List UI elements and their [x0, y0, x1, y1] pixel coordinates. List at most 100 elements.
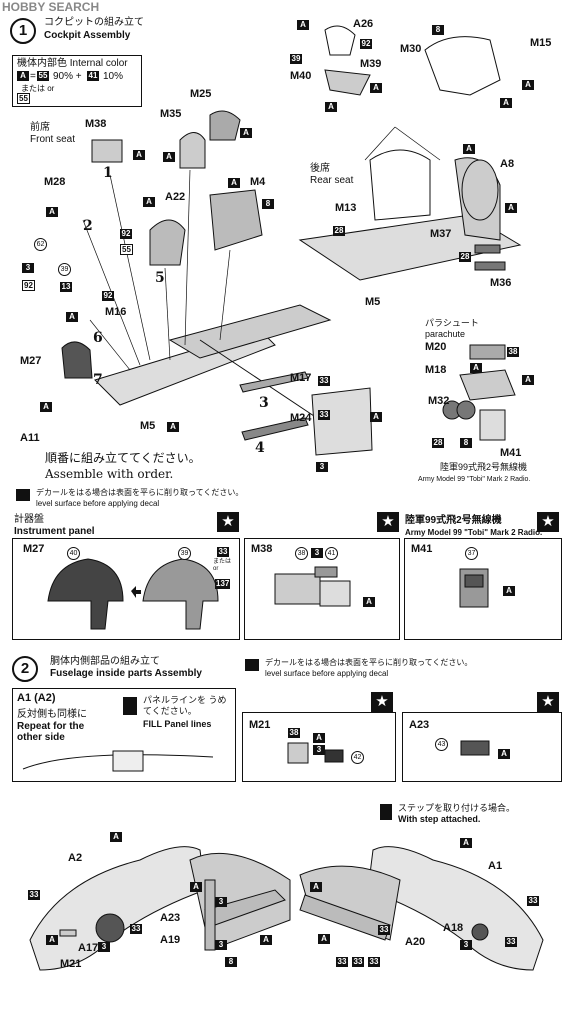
paint-33-a23: 33: [130, 924, 142, 934]
part-m27: M27: [20, 355, 42, 367]
paint-a-m21: A: [313, 733, 325, 743]
paint-92-gauge: 92: [22, 280, 35, 291]
decal-icon: [16, 489, 30, 501]
internal-color-box: 機体内部色 Internal color A = 55 90% + 41 10%…: [12, 55, 142, 107]
front-seat-en: Front seat: [30, 134, 76, 145]
sequence-4: 4: [255, 440, 265, 456]
paint-a-m38: A: [133, 150, 145, 160]
color-42-m21: 42: [351, 751, 364, 764]
assemble-order-en: Assemble with order.: [45, 467, 174, 481]
step-1-title-jp: コクピットの組み立て: [44, 17, 144, 28]
sequence-6: 6: [93, 330, 103, 346]
paint-38-m20: 38: [507, 347, 519, 357]
color-pct2: 10%: [103, 71, 124, 82]
paint-a-m4: A: [228, 178, 240, 188]
paint-a-a8: A: [463, 144, 475, 154]
step-attached-jp: ステップを取り付ける場合。: [398, 803, 516, 813]
color-equal: =: [30, 71, 36, 82]
star-badge-5: ★: [537, 692, 559, 712]
detail-m41: M41: [411, 543, 433, 555]
paint-a-m18: A: [470, 363, 482, 373]
decal-note-jp: デカールをはる場合は表面を平らに削り取ってください。: [36, 488, 244, 497]
detail-m21: M21: [249, 719, 271, 731]
paint-a-m27: A: [40, 402, 52, 412]
part-m36: M36: [490, 277, 512, 289]
internal-color-title: 機体内部色 Internal color: [17, 58, 128, 69]
sequence-3: 3: [259, 395, 269, 411]
part-a17: A17: [78, 942, 99, 954]
instrument-panel-jp: 計器盤: [14, 514, 44, 525]
paint-8-a19: 8: [225, 957, 237, 967]
paint-a-m16: A: [66, 312, 78, 322]
paint-a-m5: A: [167, 422, 179, 432]
color-a: A: [17, 71, 29, 81]
detail-a23: A23: [409, 719, 430, 731]
part-a22: A22: [165, 191, 186, 203]
m41-title-jp: 陸軍99式飛2号無線機: [405, 515, 502, 526]
detail-m38: M38: [251, 543, 273, 555]
paint-33-m17: 33: [318, 376, 330, 386]
decal-icon-2: [245, 659, 259, 671]
part-m13: M13: [335, 202, 357, 214]
a1-a2-label: A1 (A2): [17, 692, 56, 704]
part-a19: A19: [160, 934, 181, 946]
part-a23: A23: [160, 912, 181, 924]
paint-33-a20a: 33: [336, 957, 348, 967]
paint-a-a1c: A: [318, 934, 330, 944]
star-badge-2: ★: [377, 512, 399, 532]
paint-a-a17: A: [46, 935, 58, 945]
paint-28-m32: 28: [432, 438, 444, 448]
parachute-en: parachute: [425, 329, 466, 339]
sequence-1: 1: [103, 165, 113, 181]
sequence-5: 5: [155, 270, 165, 286]
part-a20: A20: [405, 936, 426, 948]
paint-a-m38-detail: A: [363, 597, 375, 607]
part-m35: M35: [160, 108, 182, 120]
m21-detail-box: M21 38 A 3 42: [242, 712, 396, 782]
part-a26: A26: [353, 18, 374, 30]
paint-3-a17: 3: [98, 942, 110, 952]
color-39-circle: 39: [58, 263, 71, 276]
assemble-order-jp: 順番に組み立ててください。: [45, 451, 201, 465]
fuselage-inside-drawing: [29, 846, 544, 971]
step-2-title-en: Fuselage inside parts Assembly: [50, 668, 202, 679]
radio-en: Army Model 99 "Tobi" Mark 2 Radio.: [418, 476, 531, 483]
part-m16: M16: [105, 306, 127, 318]
part-m32: M32: [428, 395, 450, 407]
paint-33-a18: 33: [505, 937, 517, 947]
paint-a-m35: A: [163, 152, 175, 162]
paint-a-a1b: A: [310, 882, 322, 892]
color-39-panel: 39: [178, 547, 191, 560]
step-1-number: 1: [10, 18, 36, 44]
color-37-m41: 37: [465, 547, 478, 560]
paint-a-m25: A: [240, 128, 252, 138]
part-m25: M25: [190, 88, 212, 100]
m41-shapes: [459, 568, 489, 608]
or-text-panel: または or: [213, 559, 232, 572]
paint-33-b: 33: [318, 410, 330, 420]
paint-a-a2: A: [110, 832, 122, 842]
paint-a-a23: A: [498, 749, 510, 759]
paint-3-m38: 3: [311, 548, 323, 558]
fill-panel-drawing: [22, 750, 214, 772]
part-m28: M28: [44, 176, 66, 188]
rear-seat-jp: 後席: [310, 163, 330, 174]
paint-a-m18b: A: [522, 375, 534, 385]
paint-8-m30: 8: [432, 25, 444, 35]
paint-a-m41: A: [503, 586, 515, 596]
decal-note-2-jp: デカールをはる場合は表面を平らに削り取ってください。: [265, 658, 473, 667]
part-m40: M40: [290, 70, 312, 82]
paint-55-a22: 55: [120, 244, 133, 255]
paint-38-m21: 38: [288, 728, 300, 738]
paint-a-m15: A: [522, 80, 534, 90]
fill-jp: パネルラインを うめてください。: [143, 695, 227, 716]
paint-33-a20d: 33: [378, 925, 390, 935]
paint-3-a19: 3: [215, 897, 227, 907]
part-m17: M17: [290, 372, 312, 384]
detail-m27: M27: [23, 543, 45, 555]
paint-a-a19: A: [260, 935, 272, 945]
a23-detail-box: A23 43 A: [402, 712, 562, 782]
part-m5-rear: M5: [365, 296, 381, 308]
part-m18: M18: [425, 364, 447, 376]
sequence-2: 2: [83, 218, 93, 234]
